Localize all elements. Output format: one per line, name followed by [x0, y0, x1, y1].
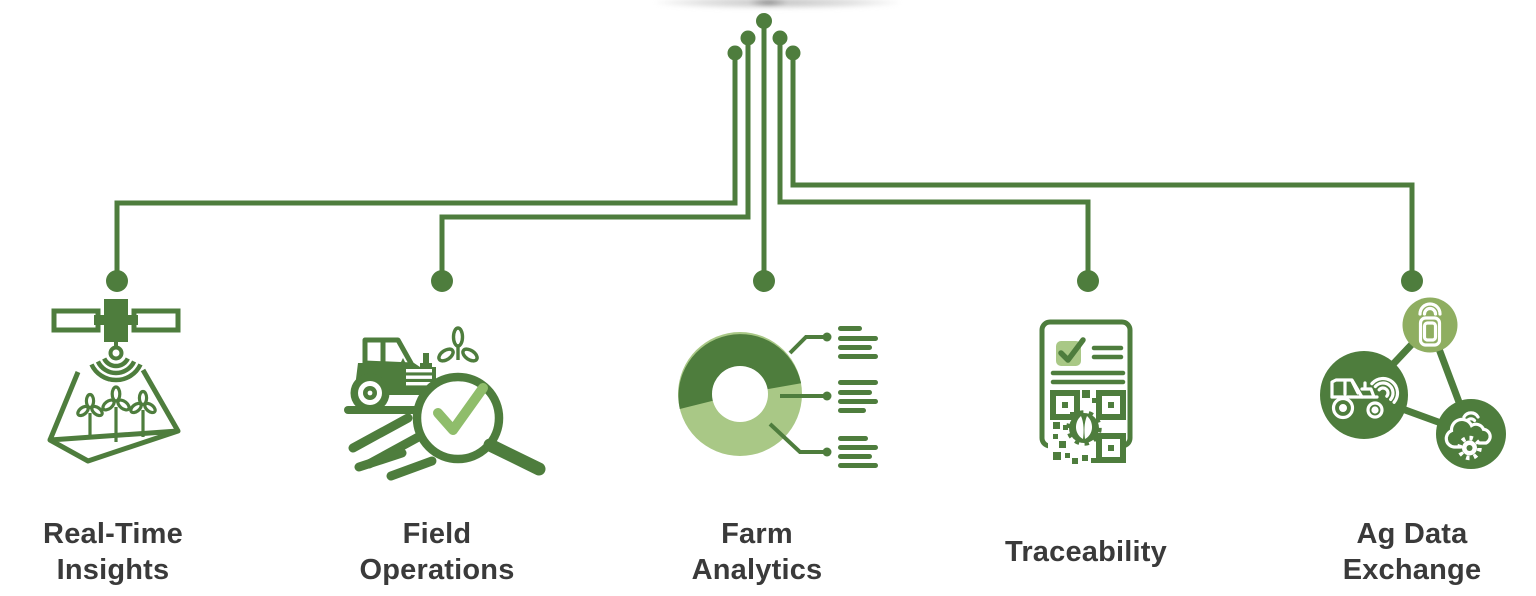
- tractor-inspection-icon: [344, 326, 546, 481]
- node-dot: [1077, 270, 1099, 292]
- donut-chart-icon: [678, 326, 878, 468]
- cropped-top-artifact-dark: [748, 0, 788, 7]
- node-dot: [431, 270, 453, 292]
- node-dot: [1401, 270, 1423, 292]
- hub-dot: [785, 45, 801, 61]
- phone-node-circle: [1402, 297, 1458, 353]
- cloud-node-circle: [1436, 399, 1506, 469]
- node-dot: [753, 270, 775, 292]
- node-dot: [106, 270, 128, 292]
- node-label-ag-data-exchange: Ag Data Exchange: [1342, 518, 1482, 586]
- node-label-real-time-insights: Real-Time Insights: [43, 518, 183, 586]
- hub-dot: [727, 45, 743, 61]
- node-label-farm-analytics: Farm Analytics: [691, 518, 823, 586]
- node-label-field-operations: Field Operations: [359, 518, 515, 586]
- hub-dot: [740, 30, 756, 46]
- qr-document-icon: [1039, 319, 1133, 472]
- node-label-traceability: Traceability: [1005, 536, 1167, 568]
- hub-dot: [756, 13, 772, 29]
- satellite-field-icon: [47, 299, 181, 464]
- connected-devices-icon: [1320, 297, 1506, 469]
- hub-dot: [772, 30, 788, 46]
